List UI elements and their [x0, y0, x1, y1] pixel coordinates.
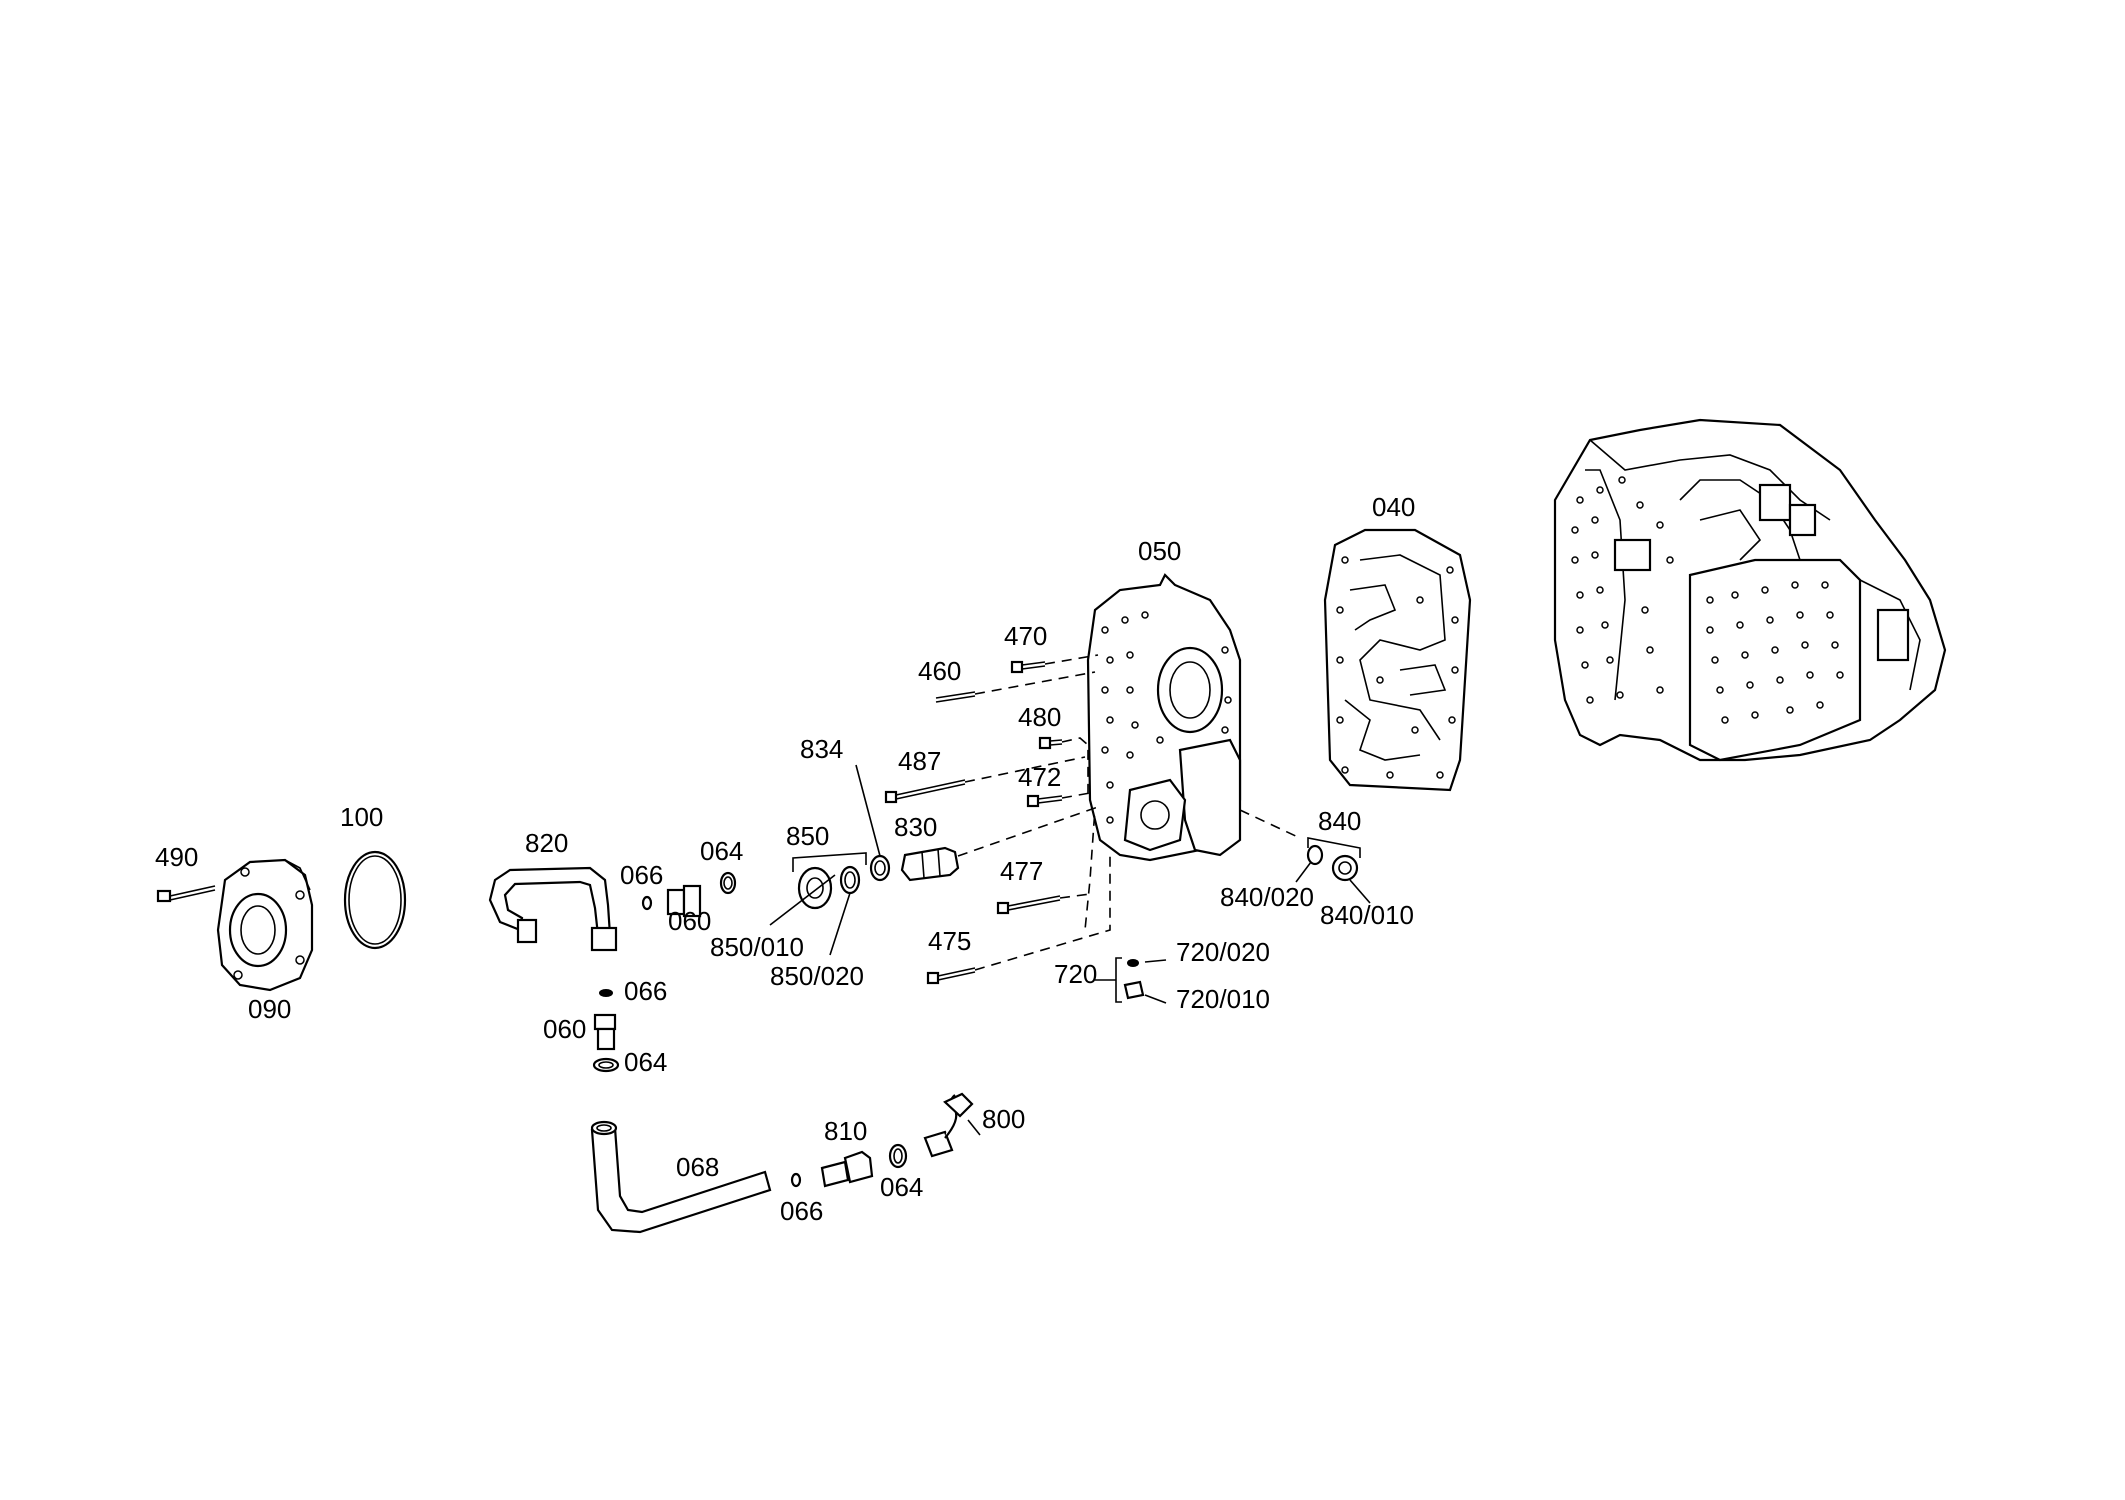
label-720: 720	[1054, 959, 1097, 989]
bolt-477	[996, 895, 1061, 915]
pump-housing-090	[216, 858, 314, 992]
label-460: 460	[918, 656, 961, 686]
label-068: 068	[676, 1152, 719, 1182]
bolt-460	[935, 691, 976, 703]
label-720-020: 720/020	[1176, 937, 1270, 967]
transmission-housing	[1553, 418, 1947, 762]
fitting-bottom-row	[790, 1092, 974, 1188]
label-850: 850	[786, 821, 829, 851]
bolt-470	[1010, 660, 1046, 674]
label-475: 475	[928, 926, 971, 956]
label-810: 810	[824, 1116, 867, 1146]
label-800: 800	[982, 1104, 1025, 1134]
label-487: 487	[898, 746, 941, 776]
label-834: 834	[800, 734, 843, 764]
bolts-group	[884, 660, 1063, 985]
label-477: 477	[1000, 856, 1043, 886]
plug-720	[1115, 957, 1145, 1003]
pipe-820	[488, 866, 618, 952]
label-840: 840	[1318, 806, 1361, 836]
part-labels: 040 050 470 460 480 834 487 472 840 850 …	[155, 492, 1415, 1226]
bolt-487	[884, 779, 966, 804]
intermediate-plate-040	[1323, 528, 1472, 792]
label-490: 490	[155, 842, 198, 872]
valve-834-830	[869, 846, 960, 882]
label-064-b: 064	[624, 1047, 667, 1077]
label-100: 100	[340, 802, 383, 832]
label-470: 470	[1004, 621, 1047, 651]
valve-850	[792, 852, 867, 910]
label-840-020: 840/020	[1220, 882, 1314, 912]
bolt-475	[926, 967, 976, 985]
bolt-472	[1026, 794, 1063, 808]
label-850-020: 850/020	[770, 961, 864, 991]
fitting-vertical-stack	[592, 989, 620, 1073]
label-850-010: 850/010	[710, 932, 804, 962]
fitting-840	[1306, 837, 1361, 882]
label-090: 090	[248, 994, 291, 1024]
label-720-010: 720/010	[1176, 984, 1270, 1014]
label-820: 820	[525, 828, 568, 858]
label-064-c: 064	[880, 1172, 923, 1202]
label-066-b: 066	[624, 976, 667, 1006]
label-472: 472	[1018, 762, 1061, 792]
fitting-parts-row	[641, 871, 737, 918]
bolt-490	[156, 885, 216, 903]
bolt-480	[1038, 736, 1063, 750]
pump-plate-holes	[1101, 611, 1232, 824]
o-ring-100	[343, 850, 407, 950]
label-066-a: 066	[620, 860, 663, 890]
housing-holes	[1571, 476, 1844, 724]
label-840-010: 840/010	[1320, 900, 1414, 930]
label-480: 480	[1018, 702, 1061, 732]
label-060-a: 060	[668, 906, 711, 936]
label-830: 830	[894, 812, 937, 842]
label-050: 050	[1138, 536, 1181, 566]
alignment-dashes	[957, 654, 1301, 971]
leader-lines	[769, 764, 1371, 1136]
label-040: 040	[1372, 492, 1415, 522]
label-060-b: 060	[543, 1014, 586, 1044]
label-066-c: 066	[780, 1196, 823, 1226]
pump-plate-050	[1086, 573, 1242, 862]
label-064-a: 064	[700, 836, 743, 866]
pipe-068	[590, 1120, 772, 1234]
plate-holes	[1336, 556, 1459, 779]
